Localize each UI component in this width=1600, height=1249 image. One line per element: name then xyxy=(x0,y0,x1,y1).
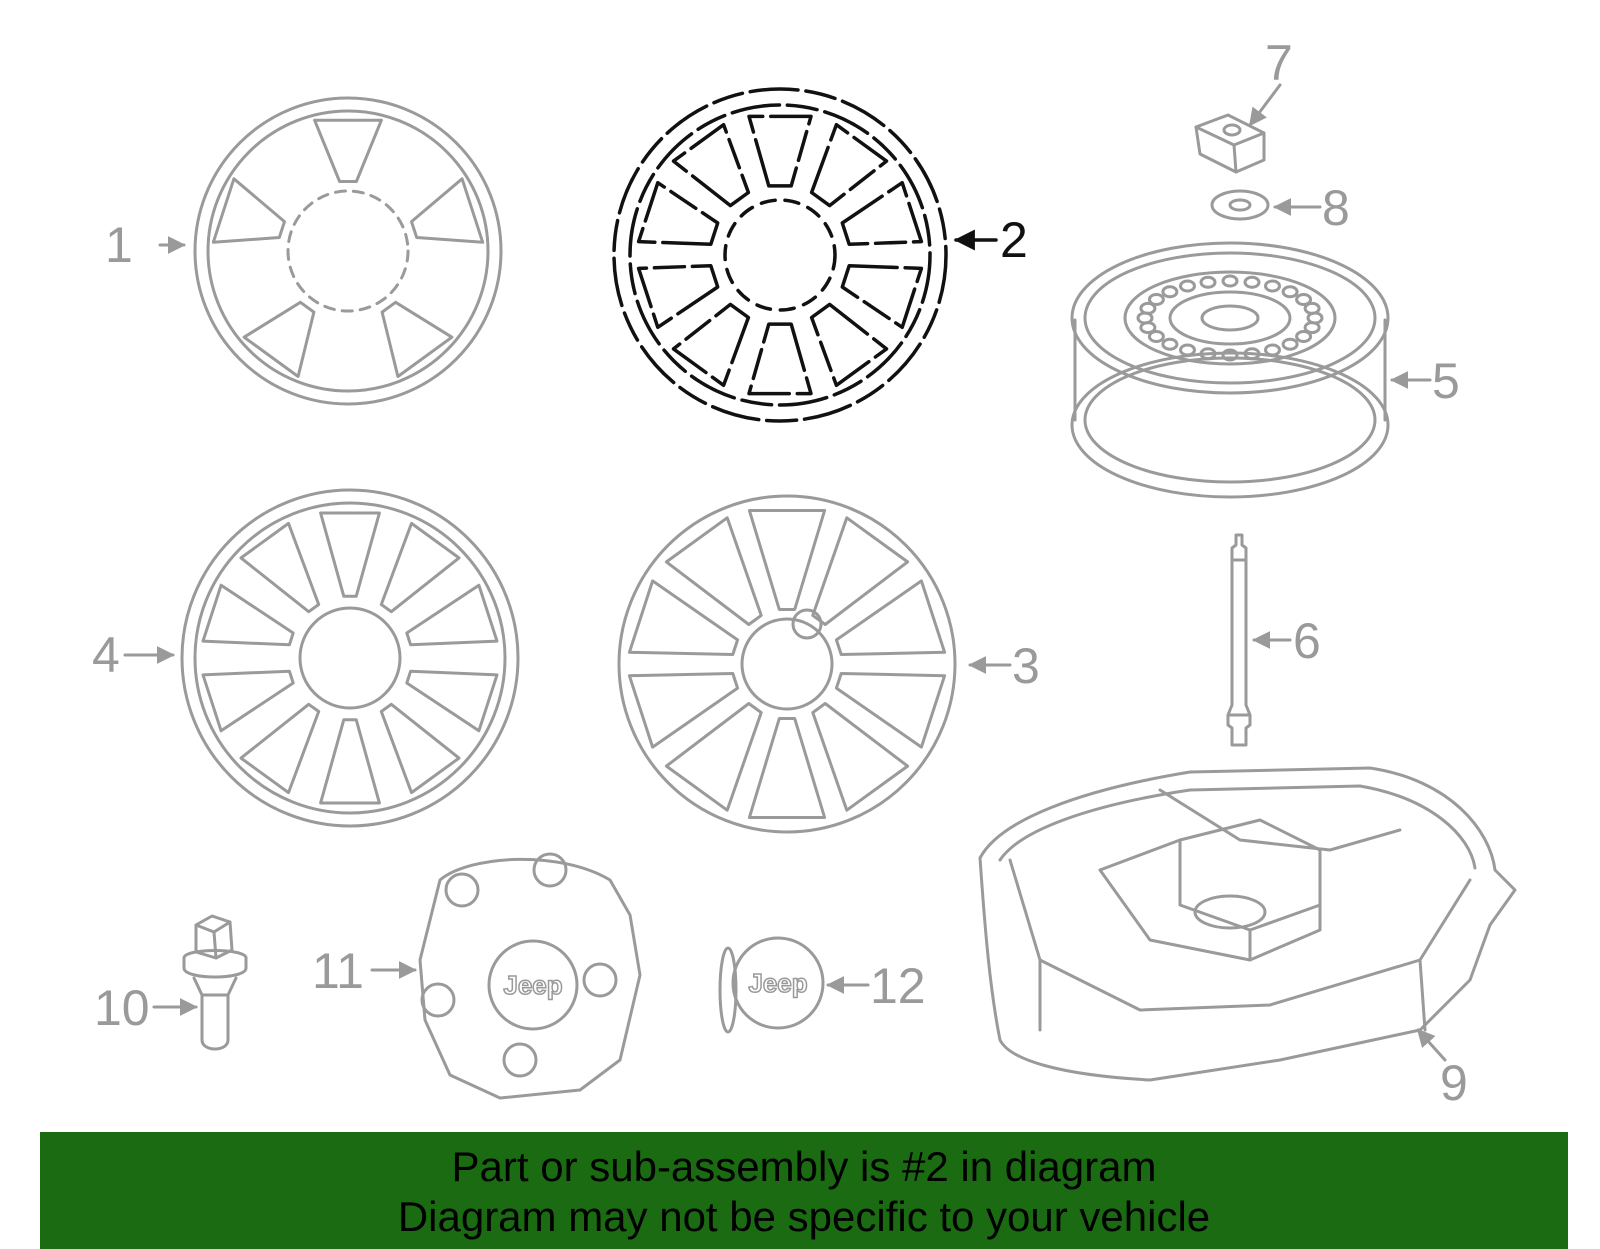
spoke-window xyxy=(671,122,751,208)
spoke-window xyxy=(636,263,720,330)
spoke-window xyxy=(747,717,827,819)
spoke-window xyxy=(201,583,295,647)
callout-10: 10 xyxy=(94,980,150,1036)
spoke-window xyxy=(379,702,461,795)
spoke-window xyxy=(747,322,813,396)
callout-arrows xyxy=(123,83,1447,1062)
banner-line-1: Part or sub-assembly is #2 in diagram xyxy=(451,1143,1157,1190)
callout-6: 6 xyxy=(1293,613,1321,669)
washer-part-8[interactable] xyxy=(1210,189,1270,221)
cap-lug-cover xyxy=(532,852,568,888)
spoke-window xyxy=(319,718,381,805)
cap-lug-cover xyxy=(444,872,480,908)
vent-hole xyxy=(1147,330,1165,343)
vent-hole xyxy=(1281,285,1299,299)
vent-hole xyxy=(1147,293,1165,306)
vent-hole xyxy=(1281,337,1299,351)
center-cap-part-11[interactable]: Jeep xyxy=(418,852,642,1100)
spoke-window xyxy=(313,118,383,183)
jeep-logo-text: Jeep xyxy=(503,970,562,1000)
spoke-window xyxy=(201,669,295,733)
vent-hole xyxy=(1303,321,1321,335)
callout-11: 11 xyxy=(312,943,364,999)
vent-hole xyxy=(1295,330,1313,343)
spoke-window xyxy=(834,579,947,656)
spoke-window xyxy=(410,177,485,244)
vent-hole xyxy=(1295,293,1313,306)
vent-hole xyxy=(1221,274,1239,288)
spoke-window xyxy=(239,521,321,614)
vent-hole xyxy=(1139,301,1157,315)
callout-12: 12 xyxy=(870,958,926,1014)
spoke-window xyxy=(671,302,751,388)
lug-bolt-part-10[interactable] xyxy=(182,914,248,1051)
vent-hole xyxy=(1264,343,1281,357)
spoke-window xyxy=(664,702,763,812)
spoke-window xyxy=(379,521,461,614)
callout-2: 2 xyxy=(1000,212,1028,268)
spoke-window xyxy=(319,511,381,598)
vent-hole xyxy=(1179,343,1196,357)
vent-hole xyxy=(1161,285,1179,299)
callout-1: 1 xyxy=(105,217,133,273)
info-banner: Part or sub-assembly is #2 in diagram Di… xyxy=(40,1132,1568,1249)
wheel-part-3[interactable] xyxy=(617,494,957,834)
spoke-window xyxy=(809,122,889,208)
spoke-window xyxy=(211,177,286,244)
vent-hole xyxy=(1243,347,1261,361)
spoke-window xyxy=(747,509,827,611)
clip-part-7[interactable] xyxy=(1194,113,1266,174)
jeep-logo-text-small: Jeep xyxy=(748,968,807,998)
spoke-window xyxy=(809,302,889,388)
center-cap-part-12[interactable]: Jeep xyxy=(718,936,825,1034)
vent-hole xyxy=(1199,347,1217,361)
spoke-window xyxy=(811,516,910,626)
cap-lug-cover xyxy=(502,1042,538,1078)
vent-hole xyxy=(1303,301,1321,315)
spoke-window xyxy=(380,300,454,378)
callout-9: 9 xyxy=(1440,1055,1468,1111)
callout-8: 8 xyxy=(1322,180,1350,236)
spoke-window xyxy=(811,702,910,812)
callout-labels: 1 2 3 4 5 6 7 8 9 10 11 12 xyxy=(92,35,1468,1111)
spoke-window xyxy=(239,702,321,795)
spoke-window xyxy=(840,263,924,330)
spoke-window xyxy=(405,583,499,647)
banner-line-2: Diagram may not be specific to your vehi… xyxy=(397,1193,1211,1240)
callout-3: 3 xyxy=(1012,638,1040,694)
callout-4: 4 xyxy=(92,627,120,683)
callout-5: 5 xyxy=(1432,353,1460,409)
vent-hole xyxy=(1161,337,1179,351)
wheel-part-4[interactable] xyxy=(180,488,520,828)
spoke-window xyxy=(405,669,499,733)
spoke-window xyxy=(747,114,813,188)
cap-lug-cover xyxy=(420,982,456,1018)
cap-lug-cover xyxy=(582,962,618,998)
callout-7: 7 xyxy=(1265,35,1293,91)
vent-hole xyxy=(1221,348,1239,362)
spoke-window xyxy=(627,579,740,656)
vent-hole xyxy=(1179,279,1196,293)
storage-tray-part-9[interactable] xyxy=(978,766,1517,1082)
spoke-window xyxy=(834,672,947,749)
spoke-window xyxy=(636,180,720,247)
vent-hole xyxy=(1199,275,1217,289)
spoke-window xyxy=(840,180,924,247)
vent-hole xyxy=(1264,279,1281,293)
hold-down-bolt-part-6[interactable] xyxy=(1226,533,1252,747)
spoke-window xyxy=(664,516,763,626)
vent-hole xyxy=(1243,275,1261,289)
spoke-window xyxy=(242,300,316,378)
spare-wheel-part-5[interactable] xyxy=(1070,241,1390,499)
spoke-window xyxy=(627,672,740,749)
wheel-part-1[interactable] xyxy=(193,96,503,406)
wheel-part-2-highlighted[interactable] xyxy=(612,87,948,423)
